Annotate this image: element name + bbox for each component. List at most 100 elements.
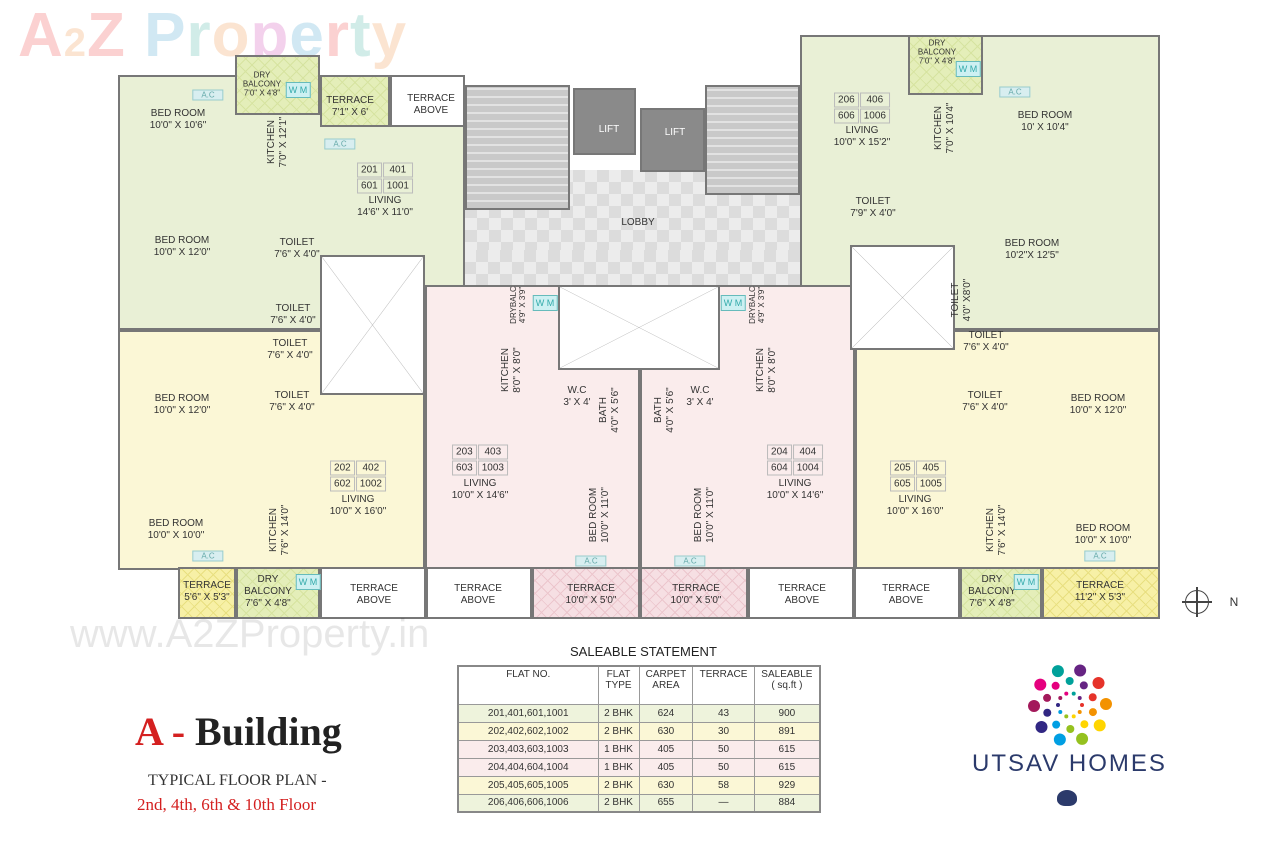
logo-dot	[1080, 720, 1089, 729]
logo-dot	[1052, 720, 1061, 729]
logo-dot	[1051, 665, 1064, 678]
table-cell: 50	[692, 757, 755, 777]
washing-machine-icon: W M	[285, 82, 311, 98]
ac-icon: A.C	[999, 86, 1031, 98]
column-header: FLAT TYPE	[597, 665, 640, 705]
table-cell: 630	[638, 721, 694, 741]
table-cell: 884	[753, 793, 821, 813]
terrace-201	[320, 75, 390, 127]
washing-machine-icon: W M	[532, 295, 558, 311]
logo-dot	[1076, 732, 1089, 745]
logo-dot	[1064, 714, 1069, 719]
staircase-left	[465, 85, 570, 210]
table-cell: 30	[692, 721, 755, 741]
logo-dot	[1028, 700, 1041, 713]
room-label: TERRACE 10'0" X 5'0"	[670, 583, 722, 606]
logo-dot	[1080, 703, 1084, 707]
table-cell: 2 BHK	[597, 703, 640, 723]
table-cell: —	[692, 793, 755, 813]
table-cell: 2 BHK	[597, 793, 640, 813]
room-label: TOILET 7'9" X 4'0"	[850, 196, 896, 219]
room-label: DRY BALCONY 7'6" X 4'8"	[968, 574, 1016, 609]
logo-dot	[1088, 693, 1097, 702]
room-label: BED ROOM 10'2"X 12'5"	[1004, 238, 1060, 261]
room-label: TOILET 4'0" X8'0"	[950, 278, 973, 322]
room-label: TOILET 7'6" X 4'0"	[270, 303, 316, 326]
logo-dot	[1053, 733, 1066, 746]
watermark-logo: A2Z Property	[18, 1, 408, 70]
room-label: BED ROOM 10'0" X 11'0"	[693, 487, 716, 543]
table-cell: 615	[753, 739, 821, 759]
ac-icon: A.C	[575, 555, 607, 567]
duct-right	[850, 245, 955, 350]
washing-machine-icon: W M	[1013, 574, 1039, 590]
table-cell: 1 BHK	[597, 757, 640, 777]
room-label: BED ROOM 10'0" X 10'0"	[147, 518, 205, 541]
table-cell: 655	[638, 793, 694, 813]
room-label: LIVING 10'0" X 14'6"	[451, 478, 509, 501]
logo-dot	[1056, 703, 1060, 707]
washing-machine-icon: W M	[295, 574, 321, 590]
logo-dot	[1035, 720, 1048, 733]
logo-dot	[1051, 681, 1060, 690]
lobby-label: LOBBY	[621, 217, 655, 228]
logo-dot	[1077, 695, 1082, 700]
room-label: W.C 3' X 4'	[563, 385, 591, 408]
room-label: BED ROOM 10' X 10'4"	[1017, 110, 1073, 133]
room-label: LIVING 10'0" X 14'6"	[766, 478, 824, 501]
logo-dot	[1074, 664, 1087, 677]
room-label: BED ROOM 10'0" X 10'0"	[1074, 523, 1132, 546]
staircase-right	[705, 85, 800, 195]
ac-icon: A.C	[674, 555, 706, 567]
terrace-205	[1042, 567, 1160, 619]
washing-machine-icon: W M	[720, 295, 746, 311]
ac-icon: A.C	[1084, 550, 1116, 562]
room-label: TOILET 7'6" X 4'0"	[274, 237, 320, 260]
table-cell: 50	[692, 739, 755, 759]
compass-north-label: N	[1229, 595, 1239, 609]
terrace-204	[640, 567, 748, 619]
terrace-203	[532, 567, 640, 619]
room-label: KITCHEN 7'0" X 10'4"	[933, 102, 956, 154]
room-label: TERRACE ABOVE	[778, 583, 826, 606]
logo-dot	[1099, 697, 1112, 710]
room-label: TERRACE ABOVE	[882, 583, 930, 606]
duct-left	[320, 255, 425, 395]
table-cell: 615	[753, 757, 821, 777]
room-label: LIVING 10'0" X 15'2"	[833, 125, 891, 148]
logo-dot	[1071, 691, 1076, 696]
room-label: TERRACE ABOVE	[454, 583, 502, 606]
column-header: CARPET AREA	[638, 665, 694, 705]
logo-dot	[1093, 719, 1106, 732]
room-label: DRY BALCONY 7'0" X 4'8"	[242, 70, 282, 98]
room-label: DRYBALC 4'9" X 3'9"	[748, 286, 766, 324]
floor-plan-subtitle: TYPICAL FLOOR PLAN -	[148, 772, 327, 789]
terrace-above-205	[854, 567, 960, 619]
lift-1	[573, 88, 636, 155]
room-label: BATH 4'0" X 5'6"	[653, 387, 676, 433]
room-label: BED ROOM 10'0" X 11'0"	[588, 487, 611, 543]
logo-dot	[1058, 695, 1063, 700]
room-label: TOILET 7'6" X 4'0"	[962, 390, 1008, 413]
ac-icon: A.C	[192, 89, 224, 101]
room-label: TERRACE 10'0" X 5'0"	[565, 583, 617, 606]
logo-dot	[1092, 677, 1105, 690]
logo-dot	[1043, 693, 1052, 702]
table-cell: 206,406,606,1006	[457, 793, 599, 813]
table-cell: 203,403,603,1003	[457, 739, 599, 759]
table-cell: 43	[692, 703, 755, 723]
duct-center	[558, 285, 720, 370]
room-label: BED ROOM 10'0" X 12'0"	[1069, 393, 1127, 416]
table-cell: 405	[638, 757, 694, 777]
logo-dot	[1064, 691, 1069, 696]
column-header: FLAT NO.	[457, 665, 599, 705]
room-label: KITCHEN 8'0" X 8'0"	[500, 347, 523, 393]
